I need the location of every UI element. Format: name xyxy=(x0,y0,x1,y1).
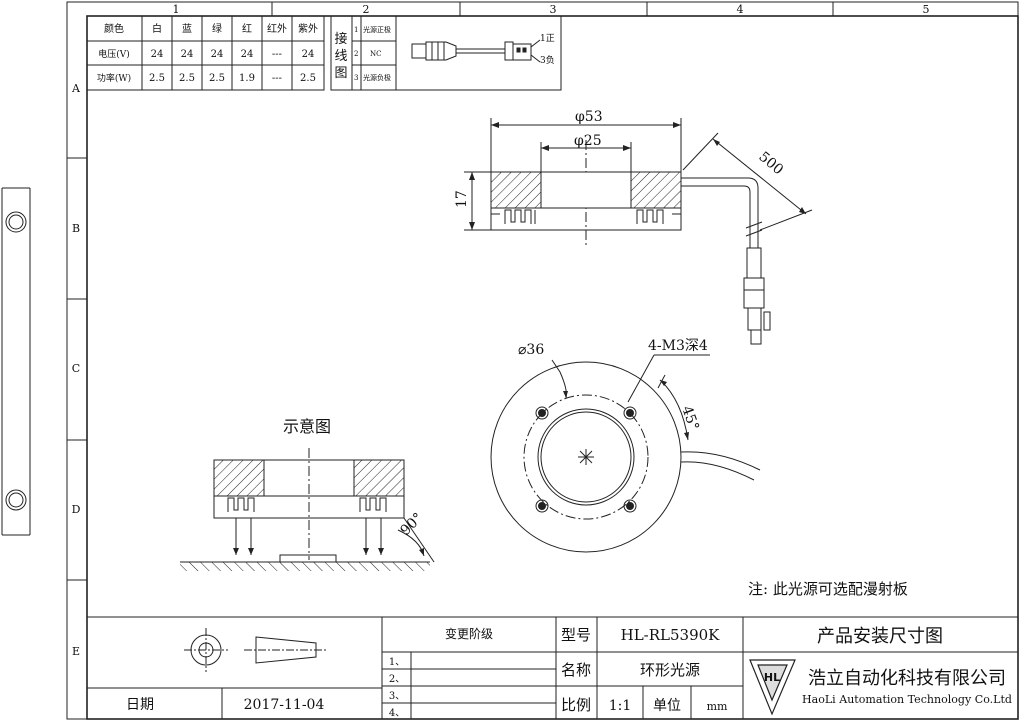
column-marker: 3 xyxy=(550,3,557,16)
revision-row: 2、 xyxy=(389,674,405,685)
spec-row-label: 电压(V) xyxy=(98,48,130,60)
name-value: 环形光源 xyxy=(640,661,700,679)
dimension-bolt-circle: ⌀36 xyxy=(518,342,544,358)
revision-header: 变更阶级 xyxy=(445,626,493,641)
row-marker: E xyxy=(72,645,80,658)
revision-row: 4、 xyxy=(389,708,405,719)
spec-header-cell: 红外 xyxy=(267,22,287,35)
revision-row: 3、 xyxy=(389,691,405,702)
schematic-angle: 90° xyxy=(398,510,427,539)
column-marker: 5 xyxy=(923,3,930,16)
wiring-title-char: 图 xyxy=(334,66,347,81)
scale-label: 比例 xyxy=(561,696,591,714)
top-view: ⌀36 4-M3深4 45° xyxy=(490,338,761,553)
pin-number: 2 xyxy=(354,50,358,58)
unit-value: mm xyxy=(707,700,728,713)
spec-header-cell: 红 xyxy=(242,22,252,35)
svg-text:HL: HL xyxy=(764,671,780,684)
spec-header-cell: 颜色 xyxy=(104,22,124,35)
pin-desc: 光源负极 xyxy=(363,73,391,82)
row-marker: D xyxy=(72,503,81,516)
spec-cell: --- xyxy=(272,49,282,60)
spec-row-label: 功率(W) xyxy=(97,72,131,84)
row-marker: A xyxy=(71,82,81,95)
unit-label: 单位 xyxy=(653,698,681,714)
spec-cell: 24 xyxy=(151,49,164,60)
plug-label: 3负 xyxy=(540,54,555,66)
company-logo: HL xyxy=(749,659,796,716)
column-marker: 4 xyxy=(737,3,744,16)
dimension-outer-diameter: φ53 xyxy=(575,109,603,125)
revision-row: 1、 xyxy=(389,657,405,668)
spec-cell: 24 xyxy=(181,49,194,60)
plug-icon xyxy=(411,39,541,63)
screw-holes xyxy=(535,406,637,513)
drawing-title: 产品安装尺寸图 xyxy=(817,626,943,647)
spec-cell: 24 xyxy=(241,49,254,60)
spec-cell: 2.5 xyxy=(149,73,165,84)
spec-cell: 2.5 xyxy=(209,73,225,84)
plug-label: 1正 xyxy=(540,34,555,44)
diffuser-note: 注: 此光源可选配漫射板 xyxy=(748,580,908,598)
column-marker: 1 xyxy=(173,3,180,16)
spec-table: 颜色 白 蓝 绿 红 红外 紫外 电压(V) 24 24 24 24 --- 2… xyxy=(86,15,325,91)
scale-value: 1:1 xyxy=(609,698,632,714)
row-marker: B xyxy=(72,222,80,235)
model-value: HL-RL5390K xyxy=(621,626,721,644)
spec-cell: 24 xyxy=(302,49,315,60)
installation-schematic: 示意图 90° xyxy=(180,417,435,571)
spec-cell: 2.5 xyxy=(300,73,316,84)
side-view: φ53 φ25 17 500 xyxy=(454,109,813,345)
date-label: 日期 xyxy=(126,697,154,713)
dimension-inner-diameter: φ25 xyxy=(574,133,602,149)
pin-desc: 光源正极 xyxy=(363,25,391,34)
spec-header-cell: 蓝 xyxy=(182,23,192,35)
spec-cell: 1.9 xyxy=(239,73,255,84)
model-label: 型号 xyxy=(561,626,591,644)
pin-number: 3 xyxy=(354,74,358,82)
column-marker: 2 xyxy=(363,3,370,16)
spec-cell: 24 xyxy=(211,49,224,60)
company-name-en: HaoLi Automation Technology Co.Ltd xyxy=(802,693,1012,706)
spec-cell: --- xyxy=(272,73,282,84)
spec-header-cell: 白 xyxy=(152,22,162,35)
schematic-title: 示意图 xyxy=(283,417,331,436)
wiring-title-char: 线 xyxy=(334,49,347,64)
dimension-angle: 45° xyxy=(678,404,702,433)
dimension-screw-holes: 4-M3深4 xyxy=(648,338,708,354)
pin-number: 1 xyxy=(354,26,358,34)
drawing-frame xyxy=(66,1,1019,720)
date-value: 2017-11-04 xyxy=(244,697,325,713)
pin-desc: NC xyxy=(370,50,381,58)
dimension-height: 17 xyxy=(454,190,470,208)
binding-holes xyxy=(1,187,31,536)
name-label: 名称 xyxy=(561,661,591,679)
title-block: HL 变更阶级 1、 2、 3、 4、 日期 2017-11-04 型号 HL-… xyxy=(87,616,1018,719)
row-marker: C xyxy=(72,362,80,375)
spec-header-cell: 绿 xyxy=(212,22,222,35)
spec-header-cell: 紫外 xyxy=(298,23,318,35)
company-name-cn: 浩立自动化科技有限公司 xyxy=(808,668,1006,689)
spec-cell: 2.5 xyxy=(179,73,195,84)
wiring-diagram: 接 线 图 1 光源正极 2 NC 3 光源负极 xyxy=(330,15,562,91)
dimension-cable-length: 500 xyxy=(755,149,786,178)
wiring-title-char: 接 xyxy=(334,31,347,47)
